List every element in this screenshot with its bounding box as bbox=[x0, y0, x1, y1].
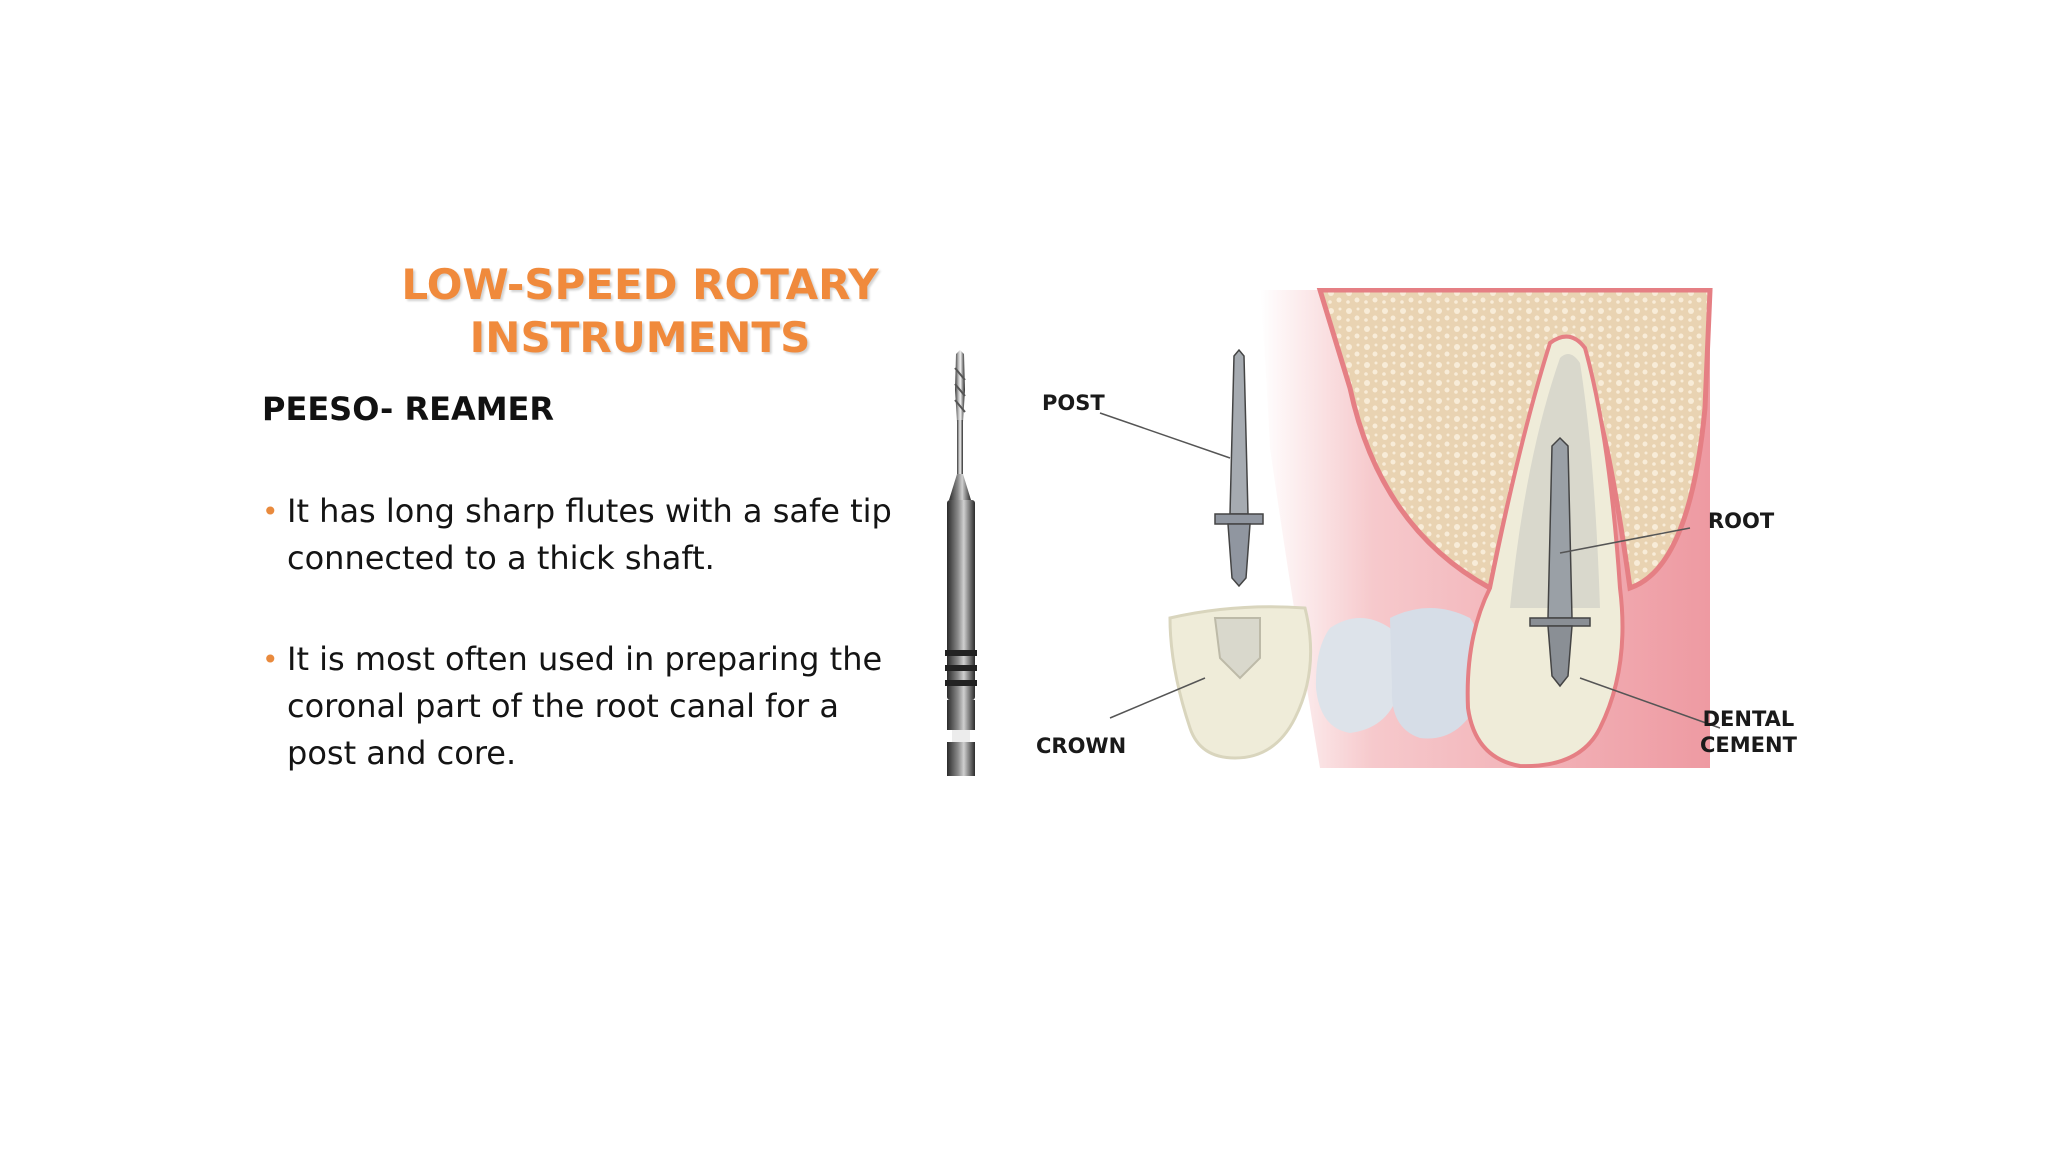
label-root: ROOT bbox=[1708, 509, 1775, 533]
label-dental-cement-line-1: DENTAL bbox=[1702, 707, 1795, 731]
peeso-reamer-image bbox=[945, 350, 977, 776]
reamer-neck bbox=[957, 420, 963, 475]
bullet-text: It has long sharp flutes with a safe tip… bbox=[287, 492, 892, 577]
slide-subtitle: PEESO- REAMER bbox=[262, 390, 555, 428]
bullet-dot-icon: • bbox=[262, 643, 279, 676]
label-post: POST bbox=[1042, 391, 1105, 415]
slide-title-line-2: INSTRUMENTS bbox=[469, 313, 811, 362]
bullet-text: It is most often used in preparing the c… bbox=[287, 640, 883, 772]
neighbour-tooth bbox=[1315, 618, 1404, 733]
bullet-list: • It has long sharp flutes with a safe t… bbox=[262, 488, 902, 831]
installed-post bbox=[1547, 436, 1573, 619]
bullet-item: • It is most often used in preparing the… bbox=[262, 636, 902, 777]
crown-illustration bbox=[1168, 605, 1313, 760]
bullet-dot-icon: • bbox=[262, 495, 279, 528]
neighbour-tooth bbox=[1390, 608, 1484, 739]
post-illustration bbox=[1229, 348, 1249, 515]
slide-title: LOW-SPEED ROTARY INSTRUMENTS bbox=[330, 258, 950, 364]
label-dental-cement: DENTAL CEMENT bbox=[1700, 706, 1797, 758]
slide-title-line-1: LOW-SPEED ROTARY bbox=[401, 260, 879, 309]
label-dental-cement-line-2: CEMENT bbox=[1700, 733, 1797, 757]
label-crown: CROWN bbox=[1036, 734, 1127, 758]
bullet-item: • It has long sharp flutes with a safe t… bbox=[262, 488, 902, 582]
dental-post-diagram bbox=[1099, 288, 1721, 768]
